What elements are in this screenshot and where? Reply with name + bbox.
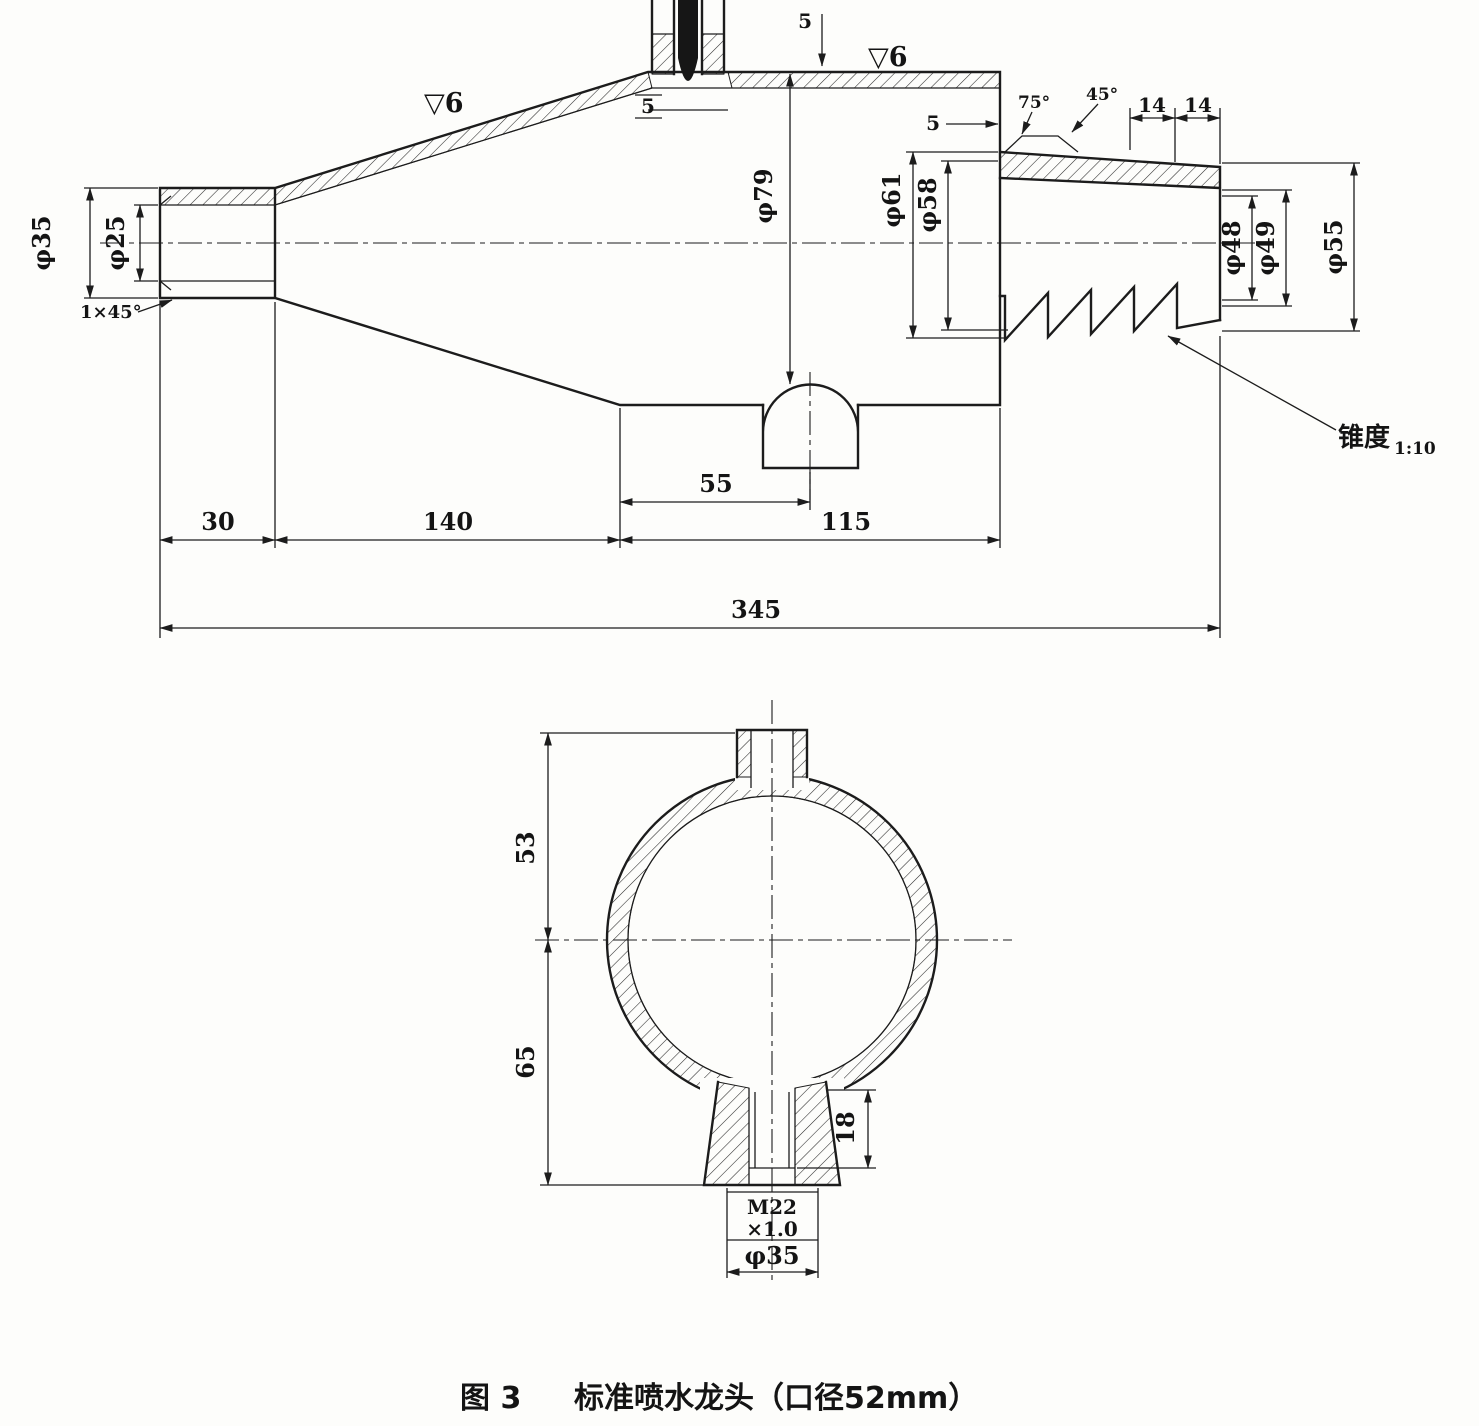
centerlines-bottom <box>535 700 1012 1282</box>
hose-barb-ribs <box>998 280 1222 344</box>
dim-length-chain: 30 140 55 115 345 <box>159 302 1221 638</box>
dim-wall-thickness: 5 5 5 <box>635 9 999 135</box>
dim-label-dia61: φ61 <box>877 172 906 227</box>
dim-53-65: 53 65 <box>511 732 735 1186</box>
dim-18: 18 <box>797 1089 876 1169</box>
dim-14-14: 14 14 <box>1129 93 1221 164</box>
caption: 图 3 标准喷水龙头（口径52mm） <box>460 1381 978 1416</box>
dim-label-65: 65 <box>511 1045 540 1078</box>
dim-label-14b: 14 <box>1184 93 1212 117</box>
dim-label-dia55: φ55 <box>1319 219 1348 274</box>
dim-dia61-dia58: φ61 φ58 <box>877 151 1008 339</box>
dim-label-14a: 14 <box>1138 93 1166 117</box>
dim-label-55: 55 <box>699 469 732 498</box>
dim-label-dia25: φ25 <box>101 215 130 270</box>
surface-finish-marks: ▽6 ▽6 <box>424 42 908 119</box>
dim-label-30: 30 <box>201 507 234 536</box>
centerlines-top <box>100 242 1262 500</box>
dim-label-dia35: φ35 <box>27 215 56 270</box>
dim-label-140: 140 <box>423 507 473 536</box>
nozzle-body-outline <box>158 0 1222 470</box>
dim-label-dia79: φ79 <box>749 168 778 223</box>
dim-label-5-top: 5 <box>798 9 812 33</box>
dim-label-53: 53 <box>511 831 540 864</box>
dim-chamfer-angles: 75° 45° <box>1018 85 1118 135</box>
taper-annotation: 锥度 1:10 <box>1167 335 1436 459</box>
dim-label-dia48: φ48 <box>1217 220 1246 275</box>
dim-dia79: φ79 <box>749 73 794 385</box>
dim-label-5-right: 5 <box>926 111 940 135</box>
valve-plug <box>678 0 698 81</box>
dim-label-18: 18 <box>831 1111 860 1144</box>
dim-label-dia49: φ49 <box>1251 220 1280 275</box>
dim-label-dia58: φ58 <box>913 177 942 232</box>
dim-label-345: 345 <box>731 595 781 624</box>
surface-finish-left-icon: ▽6 <box>424 88 464 119</box>
dim-right-diameters: φ48 φ49 φ55 <box>1217 162 1360 332</box>
dim-left-diameters: φ35 φ25 1×45° <box>27 187 173 323</box>
taper-label: 锥度 <box>1338 422 1390 453</box>
dim-label-115: 115 <box>821 507 871 536</box>
bottom-view-drawing: 53 65 18 M22 ×1.0 φ35 <box>511 700 1012 1282</box>
dim-label-75deg: 75° <box>1018 93 1050 113</box>
figure-number: 图 3 <box>460 1381 521 1416</box>
dim-label-5-mid: 5 <box>641 94 655 118</box>
dim-label-dia35-bottom: φ35 <box>744 1241 799 1270</box>
figure-title: 标准喷水龙头（口径52mm） <box>574 1381 978 1416</box>
dim-label-45deg: 45° <box>1086 85 1118 105</box>
thread-spec-line1: M22 <box>747 1195 797 1219</box>
dim-label-chamfer: 1×45° <box>80 302 142 323</box>
dim-thread-spec: M22 ×1.0 φ35 <box>726 1188 819 1278</box>
top-view-drawing: φ35 φ25 1×45° ▽6 ▽6 5 5 5 φ79 <box>27 0 1436 638</box>
surface-finish-right-icon: ▽6 <box>868 42 908 73</box>
taper-value: 1:10 <box>1394 439 1436 459</box>
thread-spec-line2: ×1.0 <box>746 1217 798 1241</box>
